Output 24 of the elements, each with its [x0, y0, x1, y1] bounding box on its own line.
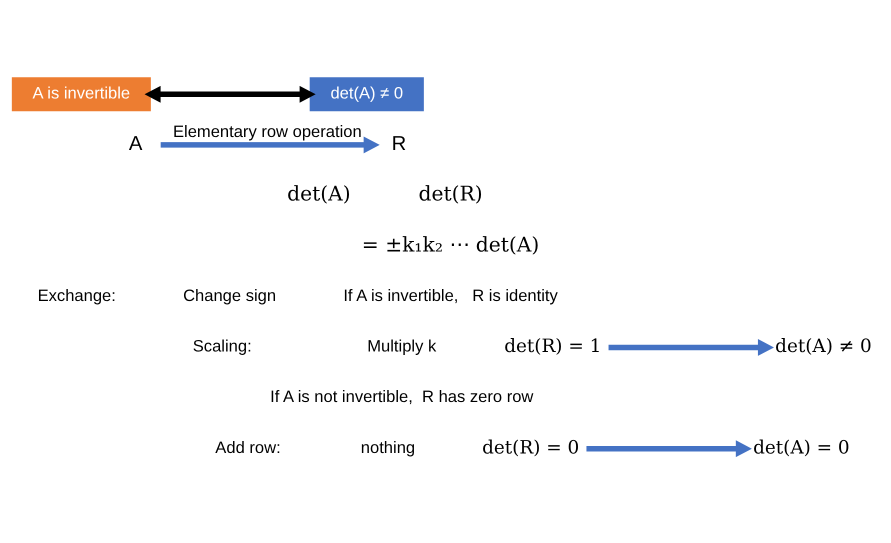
label: Change sign [183, 286, 276, 305]
node-box: A is invertible [12, 77, 151, 112]
node-text: det(R) = 0 [482, 437, 580, 458]
label: If A is invertible, R is identity [343, 286, 558, 305]
label: Exchange: [38, 286, 116, 305]
label: = ±k₁k₂ ⋯ det(A) [362, 232, 540, 256]
label: Multiply k [367, 336, 436, 356]
node-text: det(A) = 0 [753, 437, 850, 458]
label: nothing [360, 438, 416, 457]
label: Scaling: [192, 336, 252, 356]
label: If A is not invertible, R has zero row [270, 387, 534, 406]
label: det(A) [287, 182, 351, 206]
arrow [160, 136, 380, 154]
arrow [586, 440, 752, 458]
label: det(R) [418, 182, 483, 206]
node-text: det(R) = 1 [504, 336, 602, 358]
arrow [608, 339, 774, 356]
node-text: R [392, 133, 406, 156]
node-text: det(A) ≠ 0 [775, 336, 872, 358]
edge-label: Elementary row operation [172, 122, 362, 141]
label: Add row: [215, 438, 281, 457]
node-text: A [128, 133, 142, 156]
node-box: det(A) ≠ 0 [310, 77, 424, 112]
arrow [144, 86, 316, 103]
